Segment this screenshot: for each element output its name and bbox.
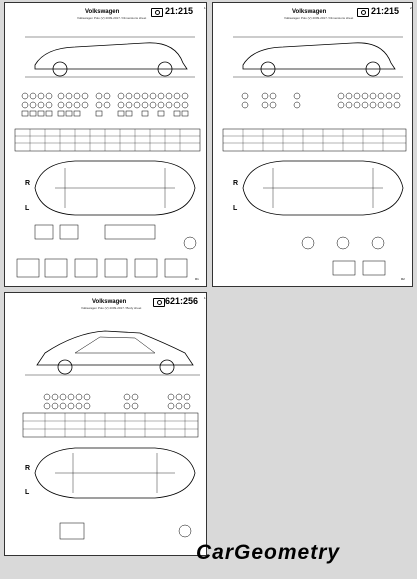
model-subtitle: Volkswagen Polo (V) 2009-2017 / Dimensio… [77,16,147,20]
model-subtitle: Volkswagen Polo (V) 2009-2017 / Body she… [81,306,142,310]
model-subtitle: Volkswagen Polo (V) 2009-2017 / Dimensio… [284,16,354,20]
camera-icon [357,8,369,17]
side-label-l: L [25,489,30,496]
brand-title: Volkswagen [85,9,120,15]
document-page-2: Volkswagen Volkswagen Polo (V) 2009-2017… [212,2,413,287]
corner-code: R2 [401,277,405,281]
page-superscript: 1 [204,6,206,10]
logo-text: CarGeometry [196,541,341,564]
document-page-1: Volkswagen Volkswagen Polo (V) 2009-2017… [4,2,207,287]
page-1-drawing [14,36,201,278]
corner-code: R1 [195,277,199,281]
page-code: 21:215 [371,6,400,16]
side-label-r: R [233,180,239,187]
page-code: 21:215 [165,6,194,16]
side-label-r: R [25,180,31,187]
cargeometry-logo: CarGeometry [196,541,396,567]
brand-title: Volkswagen [292,9,327,15]
camera-icon [151,8,163,17]
side-label-r: R [25,465,31,472]
page-superscript: 2 [410,6,412,10]
side-label-l: L [233,205,238,212]
document-page-3: Volkswagen Volkswagen Polo (V) 2009-2017… [4,292,207,556]
page-3-drawing [22,330,200,540]
camera-icon [153,298,165,307]
page-2-drawing [222,36,407,276]
side-label-l: L [25,205,30,212]
page-superscript: 1 [204,296,206,300]
brand-title: Volkswagen [92,299,127,305]
page-code: 621:256 [165,296,199,306]
